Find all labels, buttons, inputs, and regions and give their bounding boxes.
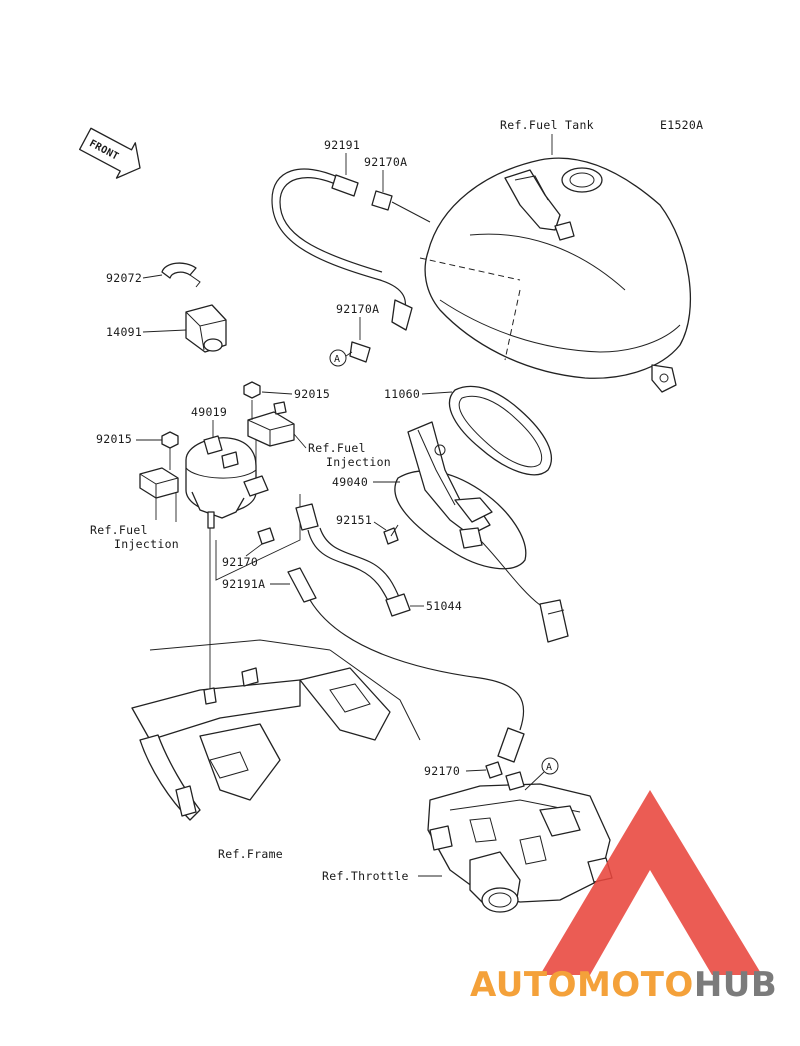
part-92015-left-label: 92015 [96,432,132,446]
part-92072-label: 92072 [106,271,142,285]
front-arrow-icon: FRONT [78,127,141,179]
watermark-text: AUTOMOTOHUB [470,965,777,1005]
ref-throttle-label: Ref.Throttle [322,869,409,883]
throttle-body [427,771,613,913]
hose-92191a [287,567,525,763]
watermark-triangle-icon [540,790,762,975]
sensor-left [139,467,179,499]
clamp-92170-bottom [485,761,503,779]
part-92170-label: 92170 [222,555,258,569]
ref-fuel-inj-right-line2: Injection [326,455,391,469]
part-49040-label: 49040 [332,475,368,489]
sensor-right [247,401,295,447]
watermark-logo: AUTOMOTOHUB [470,790,777,1005]
canister-49019 [185,435,269,529]
part-92170a-mid-label: 92170A [336,302,379,316]
gasket-11060 [448,385,553,476]
callout-a-left-label: A [334,354,340,365]
part-49019-label: 49019 [191,405,227,419]
nut-92015-left [161,431,179,449]
part-14091-label: 14091 [106,325,142,339]
fuel-pump-49040 [394,421,569,643]
hose-51044 [295,503,411,617]
part-51044-label: 51044 [426,599,462,613]
clamp-92072 [161,262,201,288]
frame [131,639,421,821]
part-11060-label: 11060 [384,387,420,401]
part-92191-label: 92191 [324,138,360,152]
callout-a-right-circle [541,757,559,775]
part-92015-top-label: 92015 [294,387,330,401]
watermark-part1: AUTOMOTO [470,965,694,1005]
ref-fuel-inj-left-line1: Ref.Fuel [90,523,148,537]
callout-a-left-circle [329,349,347,367]
ref-fuel-tank-label: Ref.Fuel Tank [500,118,594,132]
ref-fuel-inj-right-line1: Ref.Fuel [308,441,366,455]
fuel-tank [419,157,691,393]
ref-fuel-inj-left-line2: Injection [114,537,179,551]
ref-frame-label: Ref.Frame [218,847,283,861]
watermark-part2: HUB [694,965,777,1005]
diagram-code: E1520A [660,118,703,132]
part-92170-bottom-label: 92170 [424,764,460,778]
clamp-92170 [257,527,275,545]
part-92191a-label: 92191A [222,577,265,591]
bolt-92151 [383,524,399,545]
part-92151-label: 92151 [336,513,372,527]
vent-hose-upper [271,168,431,363]
callout-a-right-label: A [546,762,552,773]
part-92170a-top-label: 92170A [364,155,407,169]
cover-14091 [185,304,227,353]
nut-92015-top [243,381,261,399]
